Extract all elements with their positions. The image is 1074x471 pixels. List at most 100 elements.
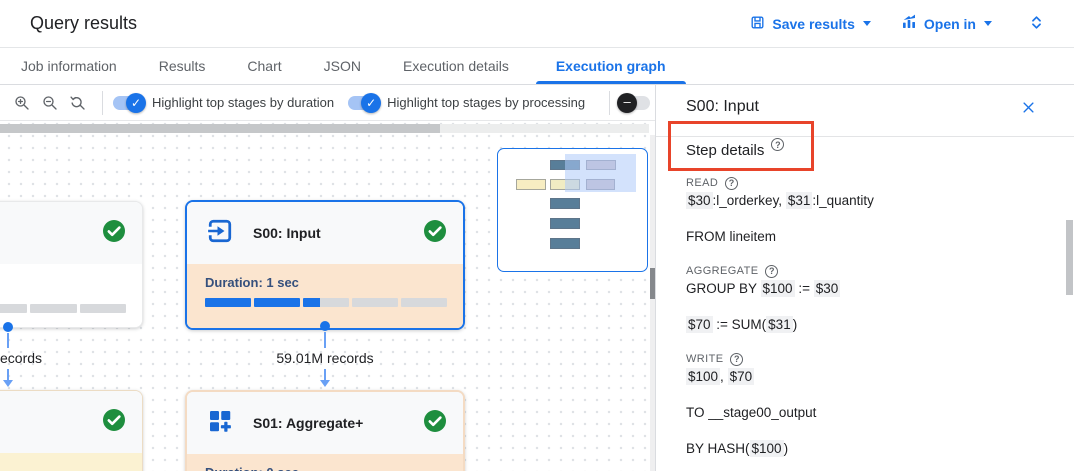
code-text: :l_quantity [812, 193, 874, 208]
panel-title: S00: Input [686, 98, 759, 115]
step-details-content: READ ? $30:l_orderkey, $31:l_quantity FR… [686, 175, 1074, 459]
code-text: FROM lineitem [686, 229, 777, 244]
scrollbar-thumb[interactable] [650, 268, 655, 299]
results-tabbar: Job information Results Chart JSON Execu… [0, 48, 1074, 85]
tab-results[interactable]: Results [158, 58, 206, 74]
highlight-duration-toggle[interactable]: ✓ [113, 92, 146, 113]
panel-scrollbar[interactable] [1066, 220, 1073, 295]
detail-line: $30:l_orderkey, $31:l_quantity [686, 191, 1074, 211]
section-label-text: AGGREGATE [686, 265, 759, 277]
bar-segment [401, 298, 447, 307]
header: Query results Save results [0, 0, 1074, 48]
tab-execution-graph[interactable]: Execution graph [530, 48, 692, 84]
code-text: :l_orderkey, [712, 193, 786, 208]
save-results-button[interactable]: Save results [750, 15, 871, 33]
code-chip: $100 [686, 368, 721, 385]
duration-label: Duration: 1 sec [205, 275, 299, 290]
highlight-processing-label: Highlight top stages by processing [387, 95, 586, 110]
vertical-scrollbar[interactable] [650, 135, 655, 471]
divider [656, 136, 1074, 137]
tab-job-information[interactable]: Job information [21, 58, 117, 74]
close-panel-button[interactable] [1019, 98, 1038, 120]
edge-records-label: 59.01M records [276, 350, 374, 366]
execution-graph-panel: ✓ Highlight top stages by duration ✓ Hig… [0, 85, 656, 471]
success-check-icon [423, 219, 447, 248]
bar-segment [352, 298, 398, 307]
graph-minimap[interactable] [497, 148, 648, 272]
edge-records-label: ecords [0, 350, 43, 366]
highlight-duration-label: Highlight top stages by duration [152, 95, 335, 110]
help-icon[interactable]: ? [730, 352, 744, 366]
duration-bar [205, 298, 447, 307]
detail-line: $100, $70 [686, 367, 1074, 387]
code-text: TO __stage00_output [686, 405, 817, 420]
open-in-button[interactable]: Open in [901, 14, 992, 33]
help-icon[interactable]: ? [765, 264, 779, 278]
dropdown-arrow-icon [984, 21, 992, 26]
tab-execution-details[interactable]: Execution details [402, 58, 509, 74]
edge-line [7, 333, 9, 348]
main-area: ✓ Highlight top stages by duration ✓ Hig… [0, 85, 1074, 471]
execution-graph-canvas[interactable]: S00: Input Duration: 1 sec 59.01M record… [0, 121, 655, 471]
expand-results-button[interactable] [1022, 10, 1050, 38]
code-chip: $31 [785, 192, 813, 209]
detail-line: $70 := SUM($31) [686, 315, 1074, 335]
stage-duration-section [0, 264, 142, 327]
duration-bar [0, 304, 127, 313]
graph-toolbar: ✓ Highlight top stages by duration ✓ Hig… [0, 85, 655, 121]
stage-card-partial-bottom-left[interactable] [0, 390, 143, 471]
close-icon [1021, 102, 1036, 118]
bar-segment [205, 298, 251, 307]
code-chip: $70 [686, 316, 713, 333]
scrollbar-thumb[interactable] [0, 124, 440, 133]
tab-chart[interactable]: Chart [247, 58, 282, 74]
stage-title: S00: Input [253, 225, 321, 241]
code-chip: $31 [766, 316, 793, 333]
minimap-block [516, 179, 546, 190]
bar-segment [254, 298, 300, 307]
highlight-processing-toggle[interactable]: ✓ [348, 92, 382, 113]
code-chip: $100 [749, 440, 784, 457]
stage-card-partial-top-left[interactable] [0, 201, 143, 328]
detail-line: GROUP BY $100 := $30 [686, 279, 1074, 299]
header-actions: Save results Open in [750, 10, 1050, 38]
success-check-icon [102, 219, 126, 248]
edge-arrow-icon [320, 380, 330, 387]
code-chip: $30 [813, 280, 841, 297]
page-title: Query results [30, 13, 138, 33]
stage-card-header [0, 202, 142, 264]
section-label-text: READ [686, 177, 719, 189]
zoom-in-button[interactable] [8, 89, 36, 117]
edge-dot [3, 322, 13, 332]
help-icon[interactable]: ? [771, 138, 785, 151]
dropdown-arrow-icon [862, 21, 871, 26]
zoom-reset-icon [70, 95, 85, 110]
input-icon [205, 216, 235, 251]
unfold-icon [1028, 14, 1045, 34]
code-text: ) [792, 317, 798, 332]
toggle-check-icon: ✓ [126, 92, 146, 113]
save-icon [750, 15, 765, 33]
chart-icon [901, 14, 917, 33]
section-label-text: WRITE [686, 353, 724, 365]
horizontal-scrollbar[interactable] [0, 124, 649, 133]
zoom-out-icon [43, 95, 57, 110]
minimap-viewport[interactable] [565, 154, 636, 192]
help-icon[interactable]: ? [725, 176, 739, 190]
edge-dot [320, 321, 330, 331]
step-details-panel: S00: Input Step details ? READ ? $30:l_o… [656, 85, 1074, 471]
stage-card-header: S01: Aggregate+ [187, 392, 463, 454]
bar-segment [30, 304, 77, 313]
aggregate-section-label: AGGREGATE ? [686, 263, 1074, 279]
secondary-toggle[interactable]: – [617, 92, 651, 113]
stage-card-s01[interactable]: S01: Aggregate+ Duration: 0 sec [185, 390, 465, 471]
bar-segment [79, 304, 127, 313]
stage-duration-section: Duration: 0 sec [187, 454, 463, 471]
zoom-out-button[interactable] [36, 89, 64, 117]
zoom-reset-button[interactable] [64, 89, 92, 117]
minimap-block [550, 218, 580, 229]
tab-json[interactable]: JSON [323, 58, 361, 74]
stage-title: S01: Aggregate+ [253, 415, 364, 431]
stage-card-s00[interactable]: S00: Input Duration: 1 sec [185, 200, 465, 330]
